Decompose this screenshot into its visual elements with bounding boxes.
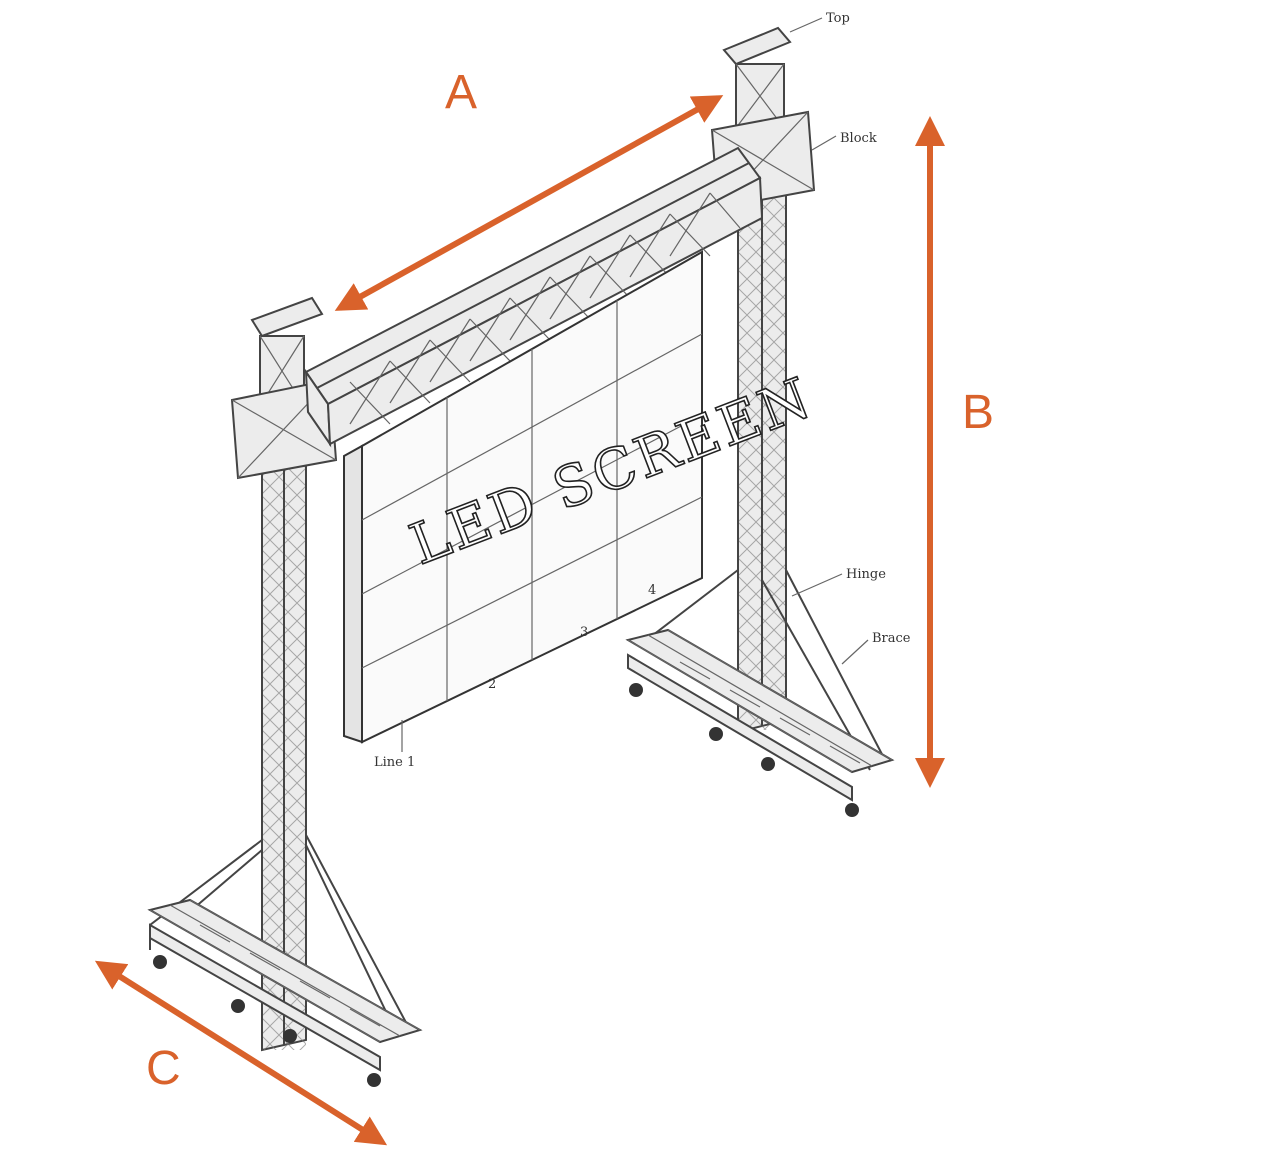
label-num4: 4 — [648, 583, 656, 598]
label-brace: Brace — [872, 631, 911, 646]
label-top: Top — [826, 11, 850, 26]
dimension-arrows: A B C — [94, 66, 994, 1146]
label-line: Line 1 — [374, 755, 415, 770]
label-num2: 2 — [488, 677, 496, 692]
label-hinge: Hinge — [846, 567, 886, 582]
part-labels: Top Block Hinge Brace Line 1 2 3 4 — [374, 11, 911, 770]
dimension-a-arrow — [334, 95, 724, 311]
dimension-a-label: A — [445, 66, 477, 119]
dimension-c-label: C — [146, 1042, 181, 1095]
label-block: Block — [840, 131, 877, 146]
dimension-c-arrow — [94, 960, 388, 1146]
right-tower — [625, 26, 895, 817]
label-num3: 3 — [580, 625, 588, 640]
dimension-b-label: B — [962, 386, 994, 439]
